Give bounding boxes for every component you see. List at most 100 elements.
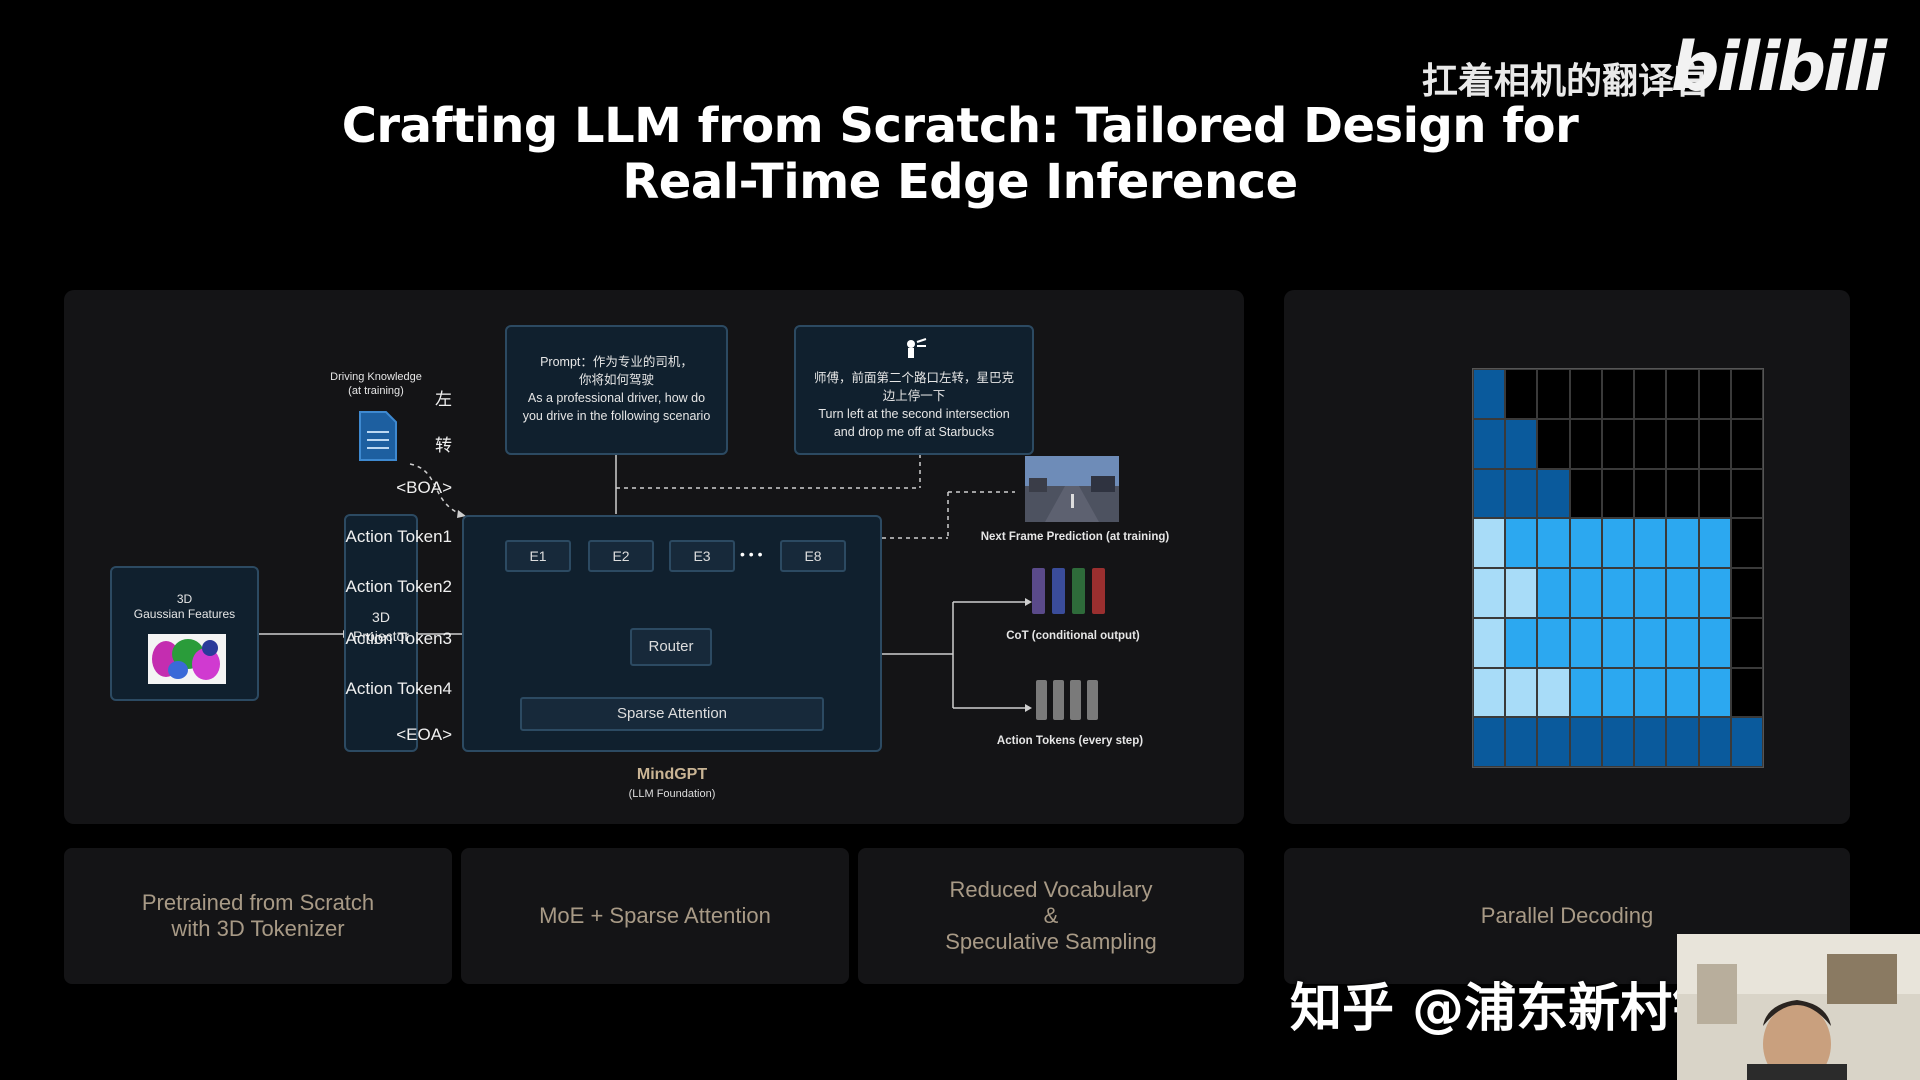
mask-cell xyxy=(1473,518,1505,568)
mask-cell xyxy=(1634,419,1666,469)
mask-cell xyxy=(1731,518,1763,568)
mask-cell xyxy=(1731,469,1763,519)
mask-cell xyxy=(1473,369,1505,419)
expert-e8: E8 xyxy=(780,540,846,572)
mask-cell xyxy=(1602,369,1634,419)
mask-cell xyxy=(1505,717,1537,767)
mask-cell xyxy=(1570,419,1602,469)
mask-cell xyxy=(1666,469,1698,519)
feature-card-moe: MoE + Sparse Attention xyxy=(461,848,849,984)
mask-cell xyxy=(1699,469,1731,519)
mask-cell xyxy=(1473,717,1505,767)
voice-en-1: Turn left at the second intersection xyxy=(796,405,1032,423)
projector-label-1: 3D xyxy=(346,608,416,627)
mask-cell xyxy=(1537,369,1569,419)
mask-cell xyxy=(1537,568,1569,618)
mask-row-label: Action Token4 xyxy=(252,679,452,699)
mask-cell xyxy=(1666,568,1698,618)
mask-cell xyxy=(1634,668,1666,718)
mask-row-label: 转 xyxy=(252,431,452,456)
mask-cell xyxy=(1602,668,1634,718)
mask-cell xyxy=(1699,369,1731,419)
sparse-attention-box: Sparse Attention xyxy=(520,697,824,731)
prompt-cn-1: Prompt：作为专业的司机， xyxy=(507,353,726,371)
mask-cell xyxy=(1731,369,1763,419)
expert-e3: E3 xyxy=(669,540,735,572)
action-token-bars xyxy=(1034,678,1106,722)
mask-cell xyxy=(1731,568,1763,618)
cot-token-bars xyxy=(1030,566,1110,616)
mask-cell xyxy=(1570,518,1602,568)
mask-cell xyxy=(1666,618,1698,668)
mask-cell xyxy=(1505,618,1537,668)
mask-cell xyxy=(1537,419,1569,469)
next-frame-label: Next Frame Prediction (at training) xyxy=(975,528,1175,546)
mask-cell xyxy=(1666,717,1698,767)
mask-cell xyxy=(1570,618,1602,668)
mask-cell xyxy=(1634,369,1666,419)
mask-cell xyxy=(1699,518,1731,568)
mask-row-label: Action Token2 xyxy=(252,577,452,597)
mask-row-label: Action Token3 xyxy=(252,629,452,649)
card-text: with 3D Tokenizer xyxy=(142,916,374,942)
mask-cell xyxy=(1570,717,1602,767)
mask-cell xyxy=(1537,518,1569,568)
mask-cell xyxy=(1537,469,1569,519)
card-text: Speculative Sampling xyxy=(945,929,1157,955)
driving-knowledge-text: Driving Knowledge xyxy=(310,370,442,384)
mask-cell xyxy=(1570,568,1602,618)
mask-cell xyxy=(1570,668,1602,718)
mask-cell xyxy=(1602,717,1634,767)
mask-cell xyxy=(1505,419,1537,469)
mask-cell xyxy=(1602,518,1634,568)
voice-cn-1: 师傅，前面第二个路口左转，星巴克 xyxy=(796,369,1032,387)
mask-row-label: <BOA> xyxy=(252,478,452,498)
mask-cell xyxy=(1699,419,1731,469)
mask-cell xyxy=(1731,717,1763,767)
mask-cell xyxy=(1634,469,1666,519)
mask-cell xyxy=(1731,668,1763,718)
prompt-cn-2: 你将如何驾驶 xyxy=(507,371,726,389)
action-tokens-label: Action Tokens (every step) xyxy=(970,732,1170,750)
gaussian-features-box: 3D Gaussian Features xyxy=(110,566,259,701)
prompt-box: Prompt：作为专业的司机， 你将如何驾驶 As a professional… xyxy=(505,325,728,455)
mask-cell xyxy=(1537,618,1569,668)
feature-card-pretrained: Pretrained from Scratchwith 3D Tokenizer xyxy=(64,848,452,984)
mask-cell xyxy=(1473,419,1505,469)
cot-label: CoT (conditional output) xyxy=(973,627,1173,645)
mask-cell xyxy=(1602,568,1634,618)
mask-cell xyxy=(1505,568,1537,618)
card-text: Parallel Decoding xyxy=(1481,903,1653,929)
mask-cell xyxy=(1731,618,1763,668)
mask-cell xyxy=(1699,668,1731,718)
expert-ellipsis: • • • xyxy=(740,546,762,562)
voice-cn-2: 边上停一下 xyxy=(796,387,1032,405)
card-text: MoE + Sparse Attention xyxy=(539,903,771,929)
mask-cell xyxy=(1666,419,1698,469)
mask-row-label: Action Token1 xyxy=(252,527,452,547)
mask-cell xyxy=(1699,717,1731,767)
attention-mask-grid xyxy=(1472,368,1764,768)
expert-e1: E1 xyxy=(505,540,571,572)
mask-cell xyxy=(1570,469,1602,519)
mask-cell xyxy=(1699,568,1731,618)
voice-en-2: and drop me off at Starbucks xyxy=(796,423,1032,441)
mask-cell xyxy=(1602,618,1634,668)
model-name: MindGPT xyxy=(572,766,772,784)
mask-cell xyxy=(1634,568,1666,618)
mask-cell xyxy=(1666,518,1698,568)
card-text: Reduced Vocabulary xyxy=(945,877,1157,903)
prompt-en-2: you drive in the following scenario xyxy=(507,407,726,425)
mask-row-label: <EOA> xyxy=(252,725,452,745)
mask-cell xyxy=(1537,717,1569,767)
presenter-webcam xyxy=(1677,934,1920,1080)
card-text: Pretrained from Scratch xyxy=(142,890,374,916)
road-scene-image xyxy=(1025,456,1119,522)
gaussian-splat-image xyxy=(148,634,226,684)
mask-cell xyxy=(1731,419,1763,469)
voice-command-box: 师傅，前面第二个路口左转，星巴克 边上停一下 Turn left at the … xyxy=(794,325,1034,455)
prompt-en-1: As a professional driver, how do xyxy=(507,389,726,407)
mask-cell xyxy=(1537,668,1569,718)
mask-cell xyxy=(1505,469,1537,519)
model-subtitle: (LLM Foundation) xyxy=(572,788,772,800)
